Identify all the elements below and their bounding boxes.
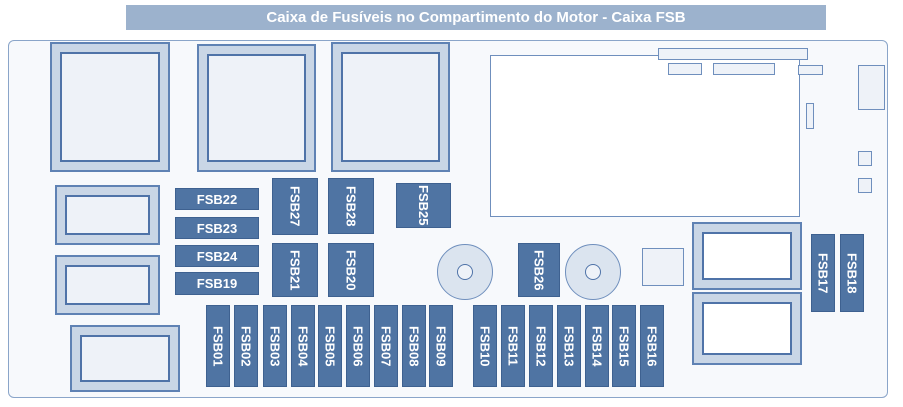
fuse-label: FSB12 bbox=[533, 325, 549, 367]
component-detail bbox=[65, 265, 150, 305]
fuse-fsb11: FSB11 bbox=[501, 305, 525, 387]
fuse-label: FSB28 bbox=[343, 185, 359, 227]
fuse-fsb15: FSB15 bbox=[612, 305, 636, 387]
fuse-label: FSB26 bbox=[531, 249, 547, 291]
fuse-fsb19: FSB19 bbox=[175, 272, 259, 295]
fuse-label: FSB06 bbox=[350, 325, 366, 367]
fuse-fsb22: FSB22 bbox=[175, 188, 259, 210]
fuse-label: FSB16 bbox=[644, 325, 660, 367]
fuse-label: FSB03 bbox=[267, 325, 283, 367]
fuse-fsb05: FSB05 bbox=[318, 305, 342, 387]
fuse-label: FSB02 bbox=[238, 325, 254, 367]
fuse-label: FSB24 bbox=[196, 248, 238, 264]
fuse-fsb07: FSB07 bbox=[374, 305, 398, 387]
fuse-fsb17: FSB17 bbox=[811, 234, 835, 312]
component-detail bbox=[60, 52, 160, 162]
relay-large bbox=[50, 42, 170, 172]
fuse-label: FSB11 bbox=[505, 326, 521, 366]
fuse-fsb18: FSB18 bbox=[840, 234, 864, 312]
fuse-label: FSB22 bbox=[196, 191, 238, 207]
relay-small bbox=[55, 185, 160, 245]
fuse-label: FSB19 bbox=[196, 276, 238, 291]
fuse-fsb25: FSB25 bbox=[396, 183, 451, 228]
connector-slot bbox=[668, 63, 702, 75]
fuse-fsb21: FSB21 bbox=[272, 243, 318, 297]
connector-slot bbox=[858, 65, 885, 110]
fuse-fsb24: FSB24 bbox=[175, 245, 259, 267]
fuse-fsb01: FSB01 bbox=[206, 305, 230, 387]
fuse-fsb02: FSB02 bbox=[234, 305, 258, 387]
fuse-label: FSB04 bbox=[295, 325, 311, 367]
fuse-label: FSB21 bbox=[287, 249, 303, 291]
fuse-label: FSB25 bbox=[416, 185, 431, 226]
fuse-fsb27: FSB27 bbox=[272, 178, 318, 235]
fuse-fsb08: FSB08 bbox=[402, 305, 426, 387]
component-detail bbox=[702, 302, 792, 355]
fuse-label: FSB07 bbox=[378, 325, 394, 367]
fuse-label: FSB20 bbox=[343, 249, 359, 291]
bolt-terminal bbox=[437, 244, 493, 300]
relay-small bbox=[692, 222, 802, 290]
fuse-label: FSB27 bbox=[287, 186, 303, 227]
fuse-fsb20: FSB20 bbox=[328, 243, 374, 297]
fuse-fsb13: FSB13 bbox=[557, 305, 581, 387]
component-detail bbox=[341, 52, 440, 162]
fuse-fsb10: FSB10 bbox=[473, 305, 497, 387]
fuse-fsb04: FSB04 bbox=[291, 305, 315, 387]
connector-slot bbox=[798, 65, 823, 75]
fuse-fsb28: FSB28 bbox=[328, 178, 374, 234]
component-detail bbox=[585, 264, 601, 280]
connector-slot bbox=[713, 63, 775, 75]
fuse-label: FSB14 bbox=[589, 325, 605, 367]
component-detail bbox=[207, 54, 306, 162]
connector-slot bbox=[858, 178, 872, 193]
component-detail bbox=[80, 335, 170, 382]
fuse-label: FSB08 bbox=[406, 325, 422, 367]
connector-block bbox=[642, 248, 684, 286]
fuse-fsb23: FSB23 bbox=[175, 217, 259, 239]
fuse-fsb03: FSB03 bbox=[263, 305, 287, 387]
relay-small bbox=[70, 325, 180, 392]
fuse-fsb12: FSB12 bbox=[529, 305, 553, 387]
fuse-label: FSB05 bbox=[322, 325, 338, 367]
fuse-label: FSB23 bbox=[196, 220, 238, 236]
fuse-fsb16: FSB16 bbox=[640, 305, 664, 387]
fuse-label: FSB18 bbox=[844, 252, 860, 294]
fuse-label: FSB10 bbox=[477, 325, 493, 367]
fuse-fsb06: FSB06 bbox=[346, 305, 370, 387]
relay-small bbox=[692, 292, 802, 365]
diagram-title: Caixa de Fusíveis no Compartimento do Mo… bbox=[126, 5, 826, 30]
component-detail bbox=[457, 264, 473, 280]
component-detail bbox=[65, 195, 150, 235]
module-area bbox=[490, 55, 800, 217]
relay-small bbox=[55, 255, 160, 315]
fuse-label: FSB09 bbox=[433, 325, 449, 367]
connector-slot bbox=[658, 48, 808, 60]
bolt-terminal bbox=[565, 244, 621, 300]
fuse-label: FSB17 bbox=[815, 252, 831, 294]
fuse-label: FSB15 bbox=[616, 325, 632, 367]
relay-large bbox=[331, 42, 450, 172]
connector-slot bbox=[858, 151, 872, 166]
fuse-fsb26: FSB26 bbox=[518, 243, 560, 297]
fuse-fsb14: FSB14 bbox=[585, 305, 609, 387]
component-detail bbox=[702, 232, 792, 280]
fuse-fsb09: FSB09 bbox=[429, 305, 453, 387]
connector-slot bbox=[806, 103, 814, 129]
relay-large bbox=[197, 44, 316, 172]
fuse-label: FSB13 bbox=[561, 325, 577, 367]
fuse-label: FSB01 bbox=[210, 325, 226, 367]
